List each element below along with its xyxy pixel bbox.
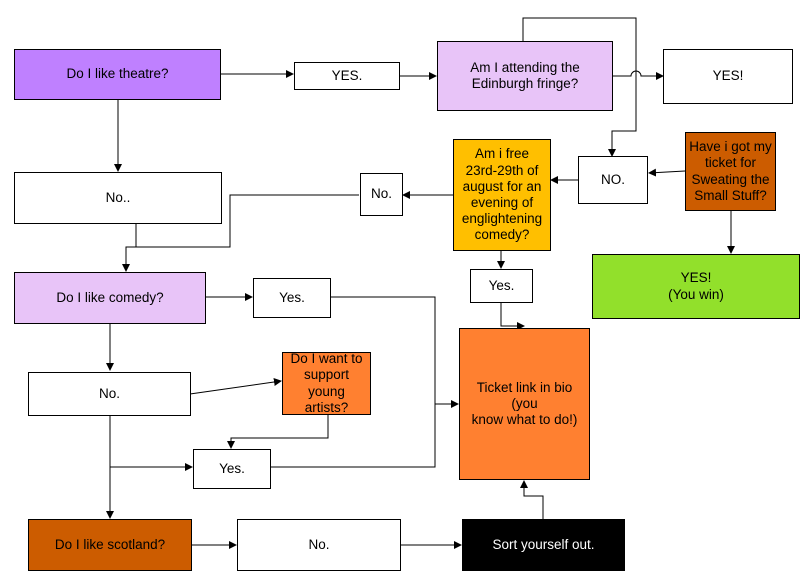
node-no-theatre: No.. (14, 172, 222, 224)
connector (330, 296, 459, 408)
connector (189, 378, 282, 395)
node-support-young-artists: Do I want to support young artists? (282, 351, 371, 415)
connector (136, 194, 359, 248)
node-yes-free: Yes. (470, 269, 533, 303)
connector (271, 404, 436, 468)
node-yes-attending: YES! (663, 49, 793, 104)
node-yes-support: Yes. (193, 449, 271, 489)
connector (648, 168, 686, 177)
connector (500, 303, 525, 330)
node-like-scotland: Do I like scotland? (28, 519, 192, 571)
connector (227, 415, 329, 449)
connector (612, 70, 664, 80)
node-yes-comedy: Yes. (253, 278, 331, 318)
connector (109, 416, 193, 471)
node-like-theatre: Do I like theatre? (14, 49, 221, 100)
node-no-free: No. (360, 173, 403, 216)
node-no-scotland: No. (237, 519, 401, 571)
connector (520, 480, 544, 519)
node-no-attending: NO. (578, 156, 648, 204)
node-you-win: YES! (You win) (592, 254, 800, 319)
node-attending-edinburgh: Am I attending the Edinburgh fringe? (437, 41, 613, 111)
node-like-comedy: Do I like comedy? (14, 272, 206, 324)
node-got-ticket: Have i got my ticket for Sweating the Sm… (685, 132, 776, 211)
connector (522, 17, 637, 157)
node-yes-theatre: YES. (294, 62, 400, 90)
connector (122, 246, 136, 272)
node-no-comedy: No. (28, 372, 191, 416)
node-free-august: Am i free 23rd-29th of august for an eve… (453, 139, 551, 251)
node-sort-yourself-out: Sort yourself out. (462, 519, 625, 571)
node-ticket-link: Ticket link in bio (you know what to do!… (459, 328, 590, 480)
